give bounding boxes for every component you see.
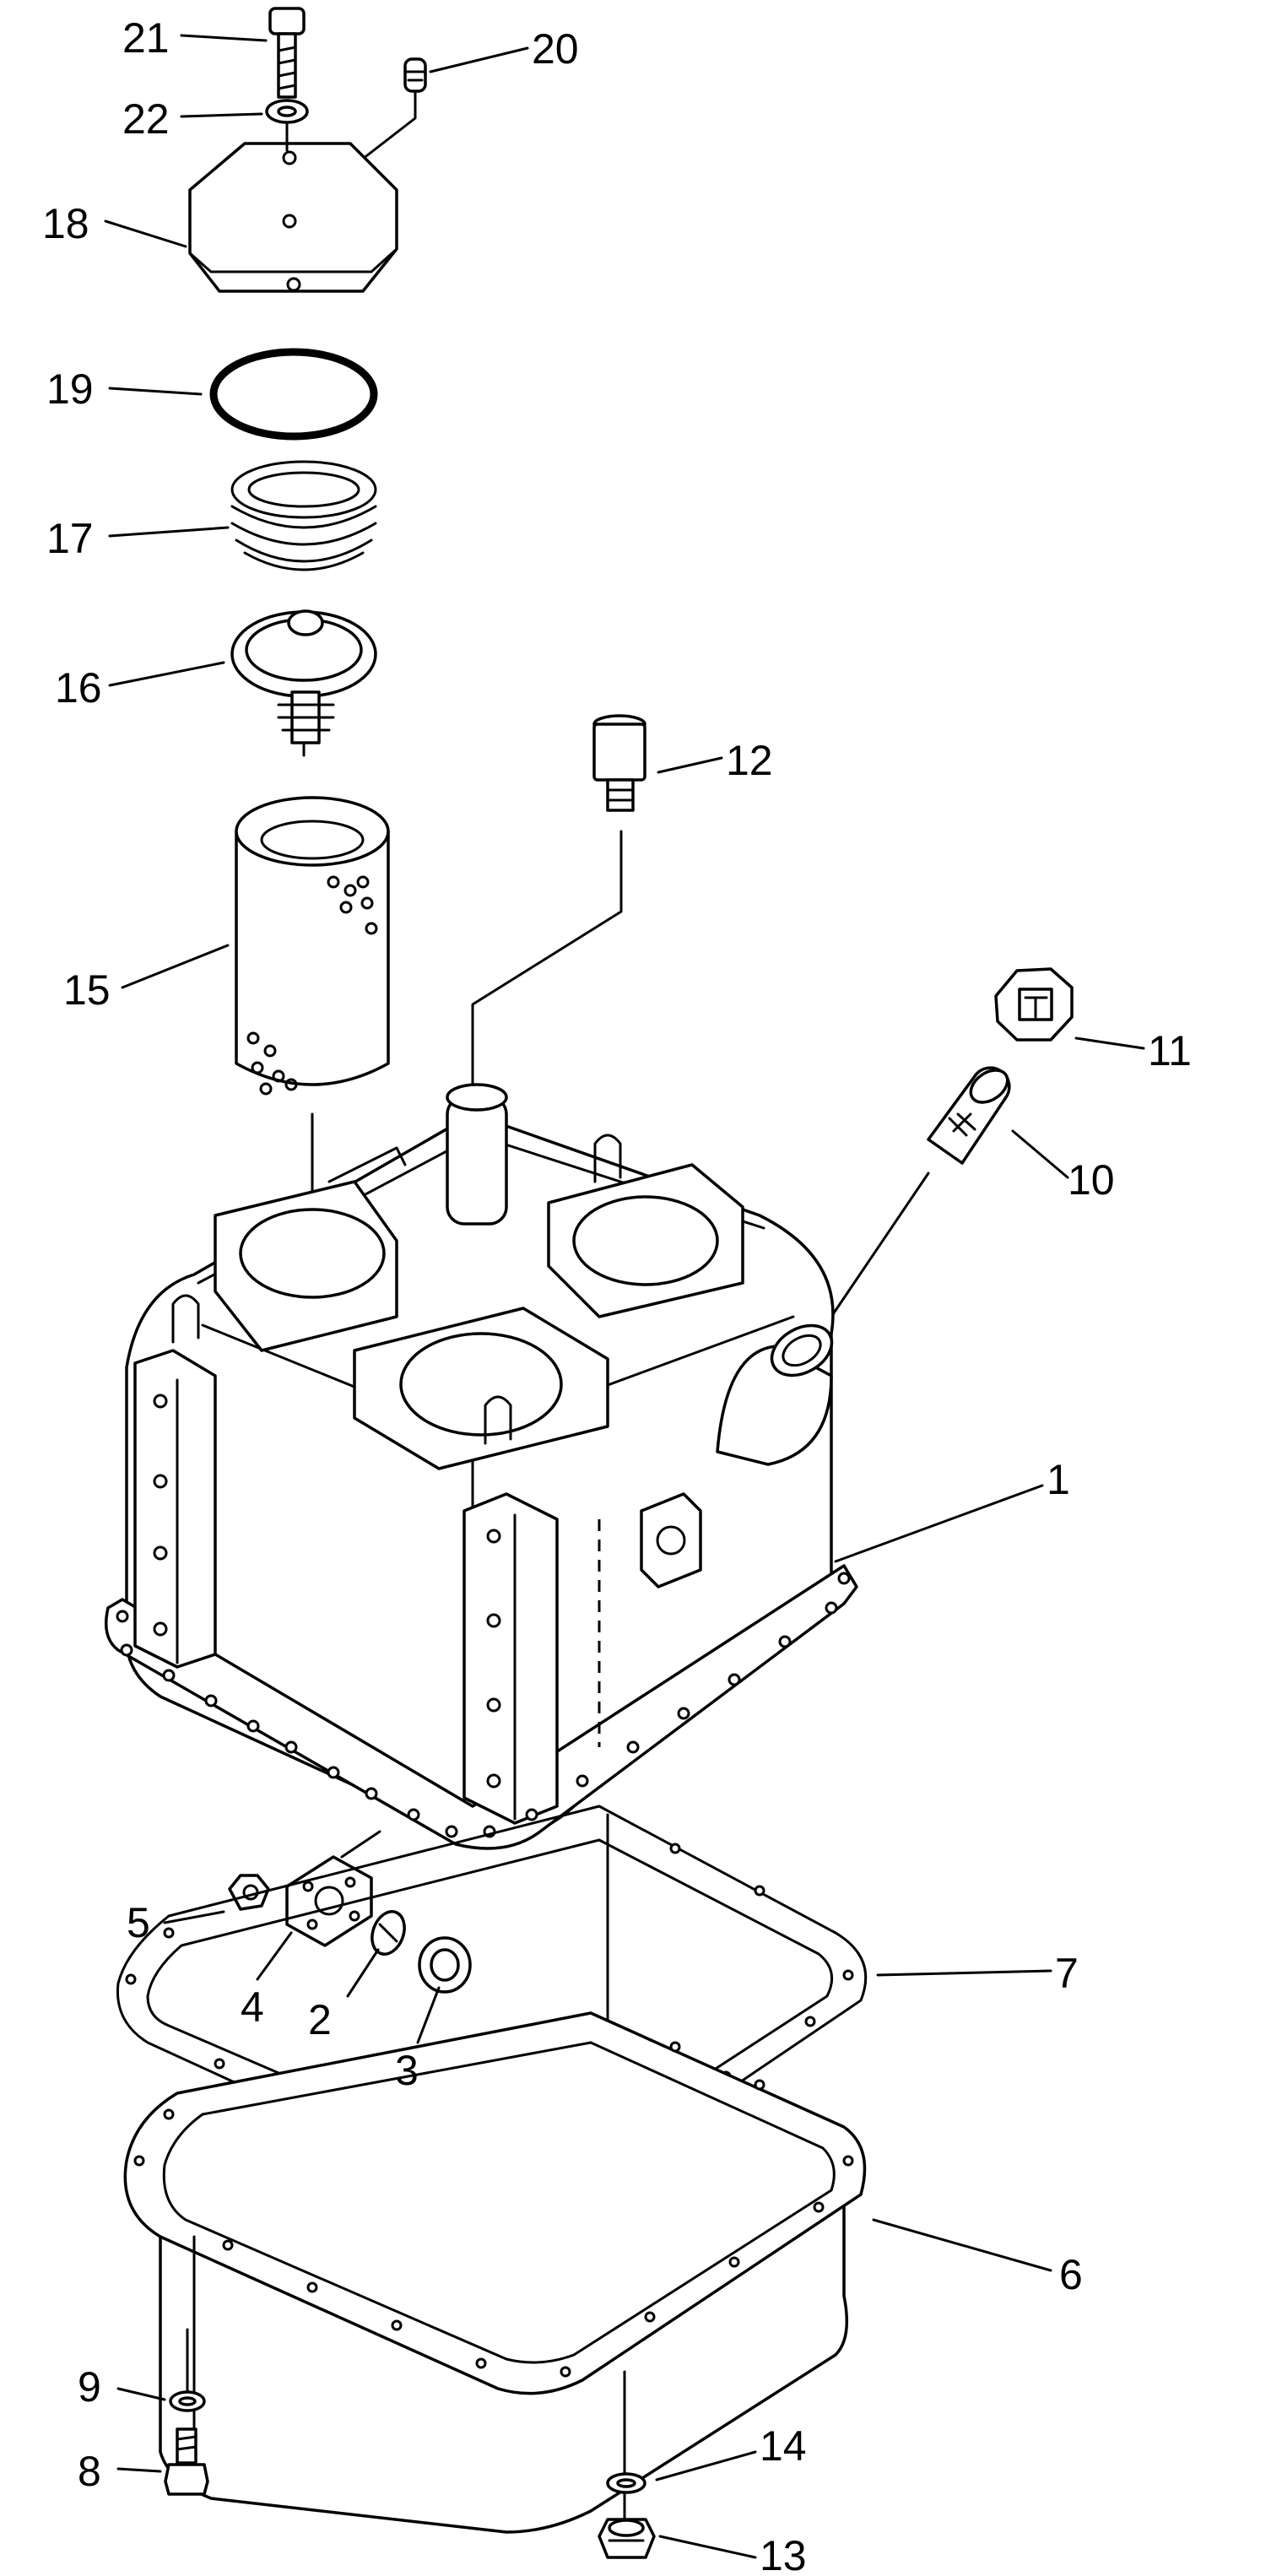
callout-9: 9 [78,2363,101,2411]
part-11-cap [994,967,1074,1042]
callout-15: 15 [63,966,111,1014]
callout-12: 12 [726,737,773,784]
part-6-oil-pan [123,2011,867,2534]
flange-bolt-holes [116,1572,851,1838]
leader-lines [104,34,1145,2559]
part-19-o-ring [209,348,378,441]
callout-5: 5 [127,1899,150,1946]
part-3-seal [418,1936,472,1994]
callout-2: 2 [308,1996,332,2043]
callout-22: 22 [122,95,170,143]
part-18-cover [188,121,398,293]
callout-1: 1 [1047,1456,1070,1503]
callout-4: 4 [241,1983,264,2031]
part-1-tank [105,1083,858,2061]
callout-20: 20 [532,25,579,73]
callout-21: 21 [122,14,170,62]
callout-6: 6 [1059,2251,1083,2298]
part-13-plug [598,2518,656,2559]
part-21-bolt [268,7,306,99]
part-12-sensor [471,714,646,1090]
part-8-drain-bolt [164,2427,209,2496]
part-4-plate [285,1855,373,1947]
part-14-o-ring [606,2472,646,2494]
callout-3: 3 [395,2047,419,2094]
part-2-gasket [371,1910,406,1956]
part-10-strainer [830,1066,1011,1318]
callout-11: 11 [1148,1027,1192,1074]
part-22-washer [265,99,309,124]
callout-14: 14 [760,2422,807,2470]
callout-13: 13 [760,2532,807,2576]
part-17-spring [230,460,377,571]
callout-7: 7 [1055,1950,1079,1997]
part-16-valve [230,609,377,757]
callout-10: 10 [1068,1156,1115,1204]
callout-19: 19 [46,365,94,413]
callout-17: 17 [46,515,94,562]
callout-8: 8 [78,2448,101,2495]
part-9-washer [169,2328,206,2412]
callout-18: 18 [42,200,89,247]
callout-16: 16 [55,664,102,712]
part-5-nut [228,1874,270,1911]
part-15-filter [235,796,390,1217]
